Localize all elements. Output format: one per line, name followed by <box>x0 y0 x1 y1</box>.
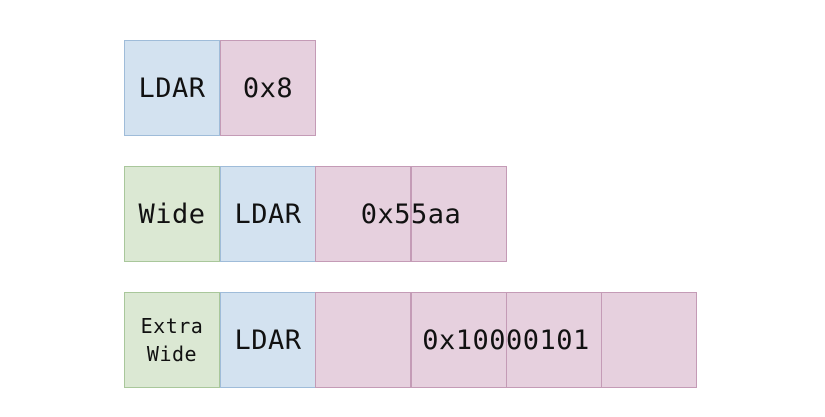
opcode-byte-cell <box>220 292 316 388</box>
prefix-byte-cell <box>124 166 220 262</box>
opcode-byte-cell <box>124 40 220 136</box>
opcode-label: LDAR <box>234 198 302 230</box>
prefix-label-line-1: Extra <box>140 314 204 338</box>
operand-byte-cell <box>411 292 507 388</box>
operand-label: 0x55aa <box>360 198 462 230</box>
operand-byte-cell <box>220 40 316 136</box>
prefix-label-line-2: Wide <box>146 342 198 366</box>
bytecode-row-1: LDAR 0x8 <box>124 40 316 136</box>
operand-label: 0x10000101 <box>422 324 590 356</box>
operand-byte-cell <box>411 166 507 262</box>
operand-label: 0x8 <box>242 72 294 104</box>
prefix-byte-cell <box>124 292 220 388</box>
operand-byte-cell <box>601 292 697 388</box>
operand-byte-cell <box>315 166 411 262</box>
opcode-label: LDAR <box>234 324 302 356</box>
operand-byte-cell <box>315 292 411 388</box>
bytecode-row-2: Wide LDAR 0x55aa <box>124 166 507 262</box>
prefix-label: Extra Wide <box>124 292 220 388</box>
opcode-label: LDAR <box>138 72 206 104</box>
bytecode-row-3: Extra Wide LDAR 0x10000101 <box>124 292 697 388</box>
prefix-label: Wide <box>138 198 206 230</box>
